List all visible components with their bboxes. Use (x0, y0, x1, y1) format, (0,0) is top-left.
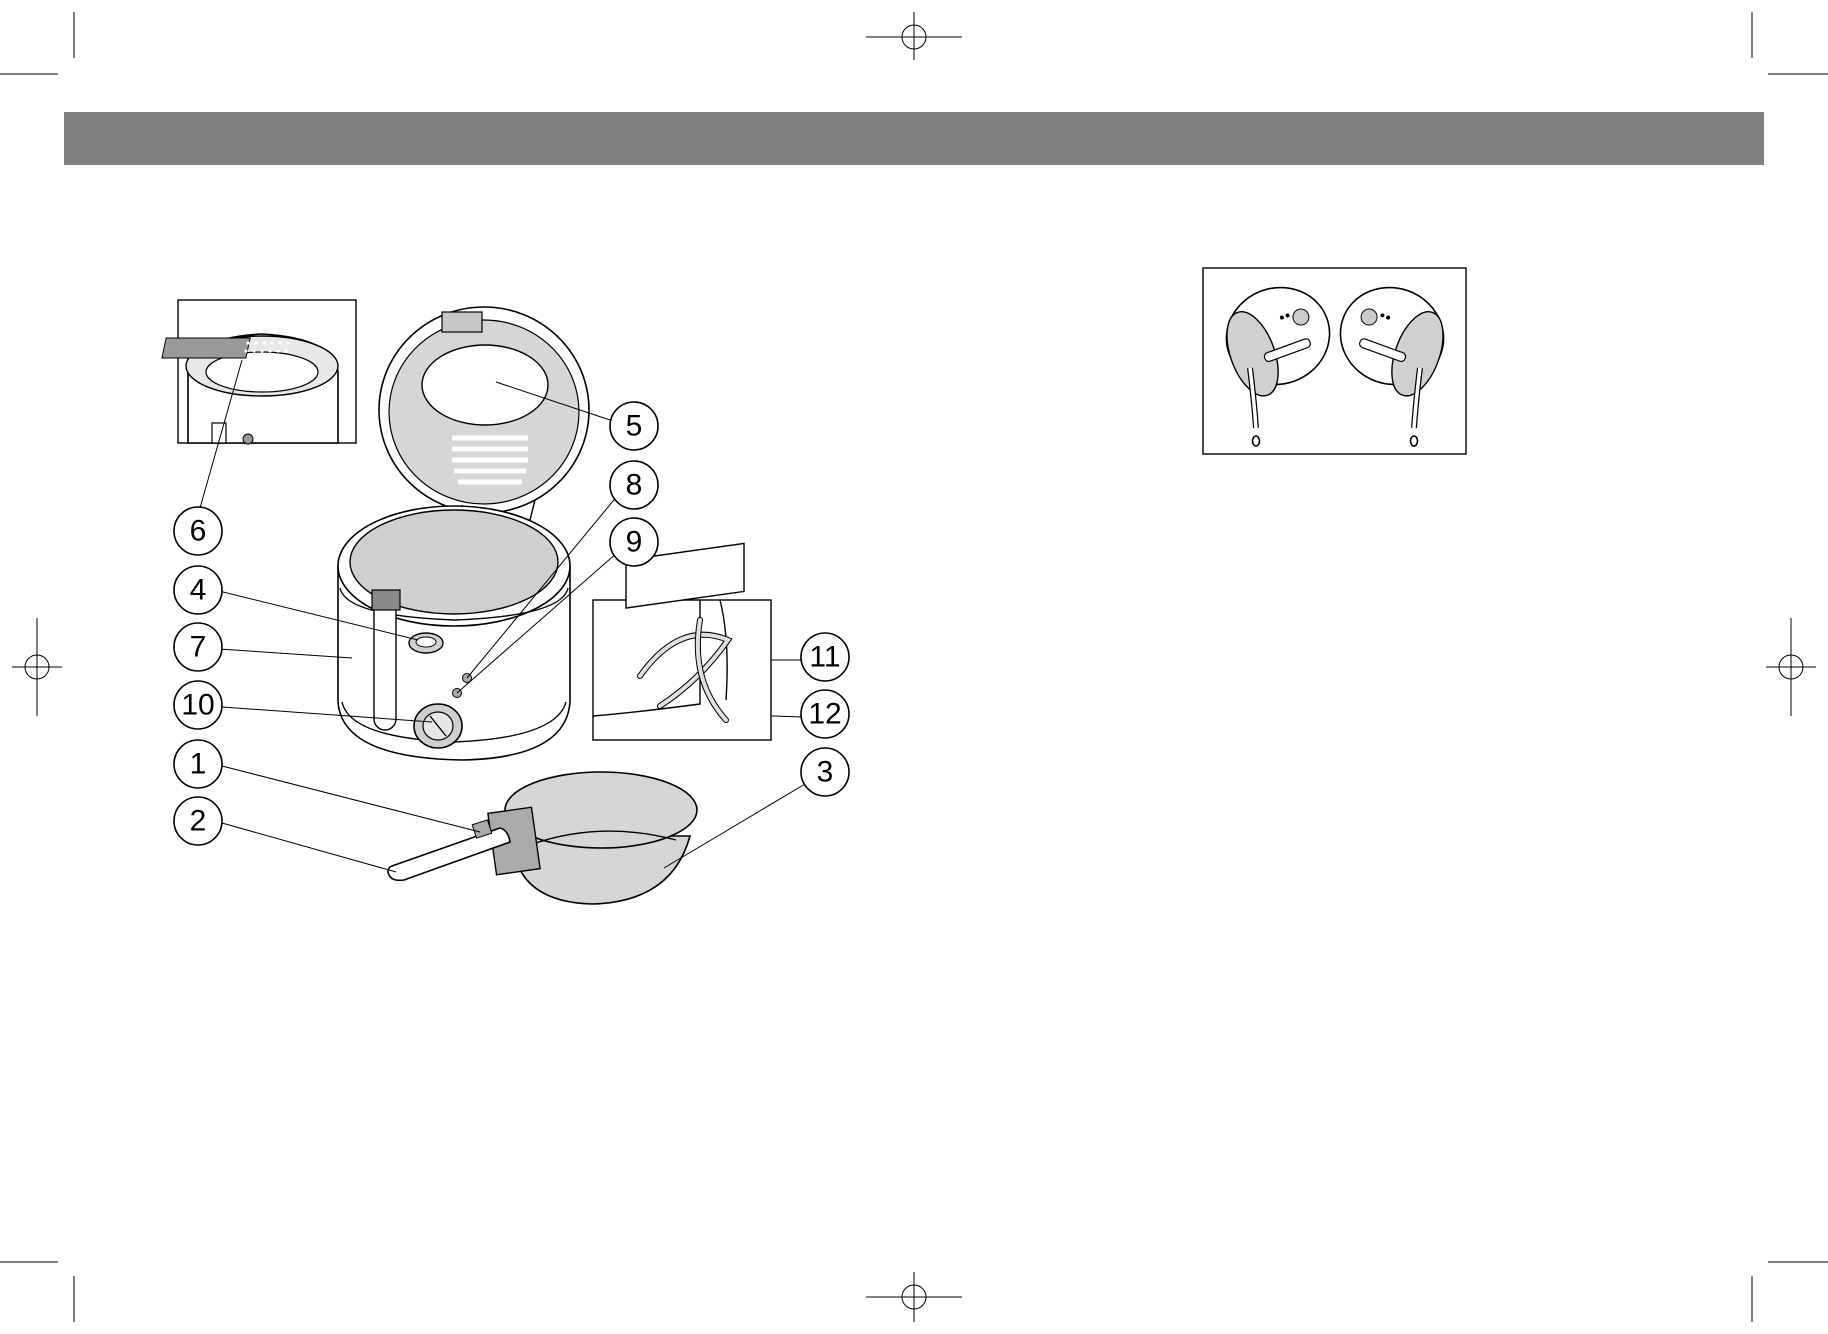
callout-2-label: 2 (190, 805, 207, 838)
callout-9-label: 9 (626, 526, 643, 559)
registration-mark-bottom (866, 1272, 962, 1322)
callout-10: 10 (174, 681, 222, 729)
callout-8: 8 (610, 461, 658, 509)
callout-3-label: 3 (817, 756, 834, 789)
callout-12: 12 (801, 690, 849, 738)
callout-11: 11 (801, 633, 849, 681)
crop-marks (0, 12, 1828, 1322)
registration-mark-right (1766, 618, 1816, 716)
callout-4: 4 (174, 566, 222, 614)
callout-8-label: 8 (626, 469, 643, 502)
callout-5: 5 (610, 402, 658, 450)
callout-3: 3 (801, 748, 849, 796)
callout-9: 9 (610, 518, 658, 566)
oil-draining-illustration (1203, 268, 1466, 454)
callout-5-label: 5 (626, 410, 643, 443)
callout-11-label: 11 (809, 641, 840, 674)
callout-4-label: 4 (190, 574, 207, 607)
callout-6: 6 (174, 507, 222, 555)
callout-1: 1 (174, 740, 222, 788)
lid-filter-detail (162, 300, 356, 444)
callout-6-label: 6 (190, 515, 207, 548)
registration-mark-left (12, 618, 62, 716)
callout-10-label: 10 (181, 689, 214, 722)
callout-7: 7 (174, 623, 222, 671)
callout-12-label: 12 (808, 698, 841, 731)
cord-storage-detail (593, 543, 771, 740)
callout-7-label: 7 (190, 631, 207, 664)
callout-1-label: 1 (190, 748, 207, 781)
registration-mark-top (866, 12, 962, 60)
callout-2: 2 (174, 797, 222, 845)
